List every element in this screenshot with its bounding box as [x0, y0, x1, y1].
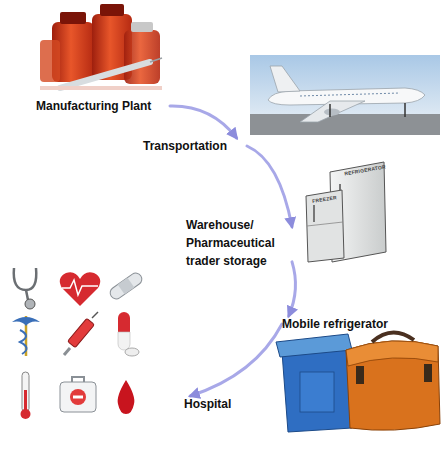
stage-text: Mobile refrigerator [282, 316, 416, 332]
orange-cooler-latch [424, 364, 432, 382]
stage-text: Transportation [143, 138, 247, 154]
syringe-icon [64, 312, 98, 355]
freezer-handle [313, 205, 315, 222]
kit-box [60, 382, 96, 412]
wing [300, 101, 365, 122]
orange-cooler-handle [372, 332, 414, 342]
capsule-top [118, 312, 130, 332]
thermometer-mercury [24, 390, 27, 410]
syringe-needle [92, 312, 98, 318]
flow-arrow [247, 146, 292, 227]
wings [12, 317, 40, 326]
refrigerator-illustration [306, 162, 386, 262]
ecg-line [62, 280, 98, 295]
airplane-photo [250, 55, 440, 135]
first-aid-kit-icon [60, 377, 96, 412]
vial-cap [60, 12, 86, 24]
vial [124, 30, 160, 84]
syringe-needle [150, 58, 162, 62]
vials-illustration [40, 4, 162, 90]
stage-label: Hospital [184, 396, 246, 412]
caduceus-icon [12, 316, 40, 356]
heart [60, 272, 101, 306]
vial [40, 40, 60, 82]
windows [300, 93, 400, 96]
orange-cooler-latch [356, 366, 364, 384]
pill-icon [118, 312, 139, 356]
kit-handle [72, 377, 84, 382]
landing-gear [329, 104, 331, 117]
blue-cooler-lid [276, 334, 352, 357]
thermometer-tube [22, 372, 29, 412]
stage-label: Manufacturing Plant [36, 98, 170, 114]
sky [250, 55, 440, 135]
stethoscope-tube [14, 268, 37, 290]
landing-gear [404, 103, 406, 117]
tarmac [250, 114, 440, 135]
freezer-seam [307, 222, 343, 226]
bandage-icon [108, 271, 144, 301]
stage-label: Warehouse/ Pharmaceutical trader storage [186, 216, 292, 270]
orange-cooler-body [346, 341, 440, 430]
flow-arrow [289, 262, 296, 316]
stethoscope-tube [26, 290, 28, 300]
stethoscope-head [25, 299, 35, 309]
blue-cooler-panel [300, 372, 334, 412]
engine [324, 109, 340, 116]
tablet [125, 348, 139, 356]
vial-reflection [40, 86, 162, 90]
blue-cooler-body [282, 346, 352, 432]
syringe-plunger [64, 348, 70, 355]
stethoscope-icon [14, 268, 37, 309]
orange-cooler-lid [346, 341, 438, 366]
thermometer-icon [21, 372, 31, 419]
syringe-barrel [68, 318, 95, 347]
freezer-body [306, 190, 344, 262]
vial-cap [131, 22, 153, 32]
syringe-body [60, 62, 150, 88]
stage-text: Hospital [184, 396, 246, 412]
capsule-bottom [118, 332, 130, 350]
blood-drop-icon [118, 380, 135, 414]
flow-arrow [190, 324, 282, 396]
tail-fin [270, 66, 300, 92]
stage-label: Mobile refrigerator [282, 316, 416, 332]
snake [20, 330, 27, 354]
stage-text: Warehouse/ Pharmaceutical trader storage [186, 216, 292, 270]
bandage [108, 271, 144, 301]
medical-icons [12, 268, 144, 419]
kit-cross [73, 396, 83, 399]
blood-drop [118, 380, 135, 414]
thermometer-bulb [21, 409, 31, 419]
heart-icon [60, 272, 101, 306]
kit-badge [70, 389, 86, 405]
stage-text: Manufacturing Plant [36, 98, 170, 114]
flow-arrow [170, 106, 237, 138]
bandage-pad [118, 278, 135, 295]
vial-cap [100, 4, 124, 16]
mobile-coolers-illustration [276, 332, 440, 432]
stage-label: Transportation [143, 138, 247, 154]
